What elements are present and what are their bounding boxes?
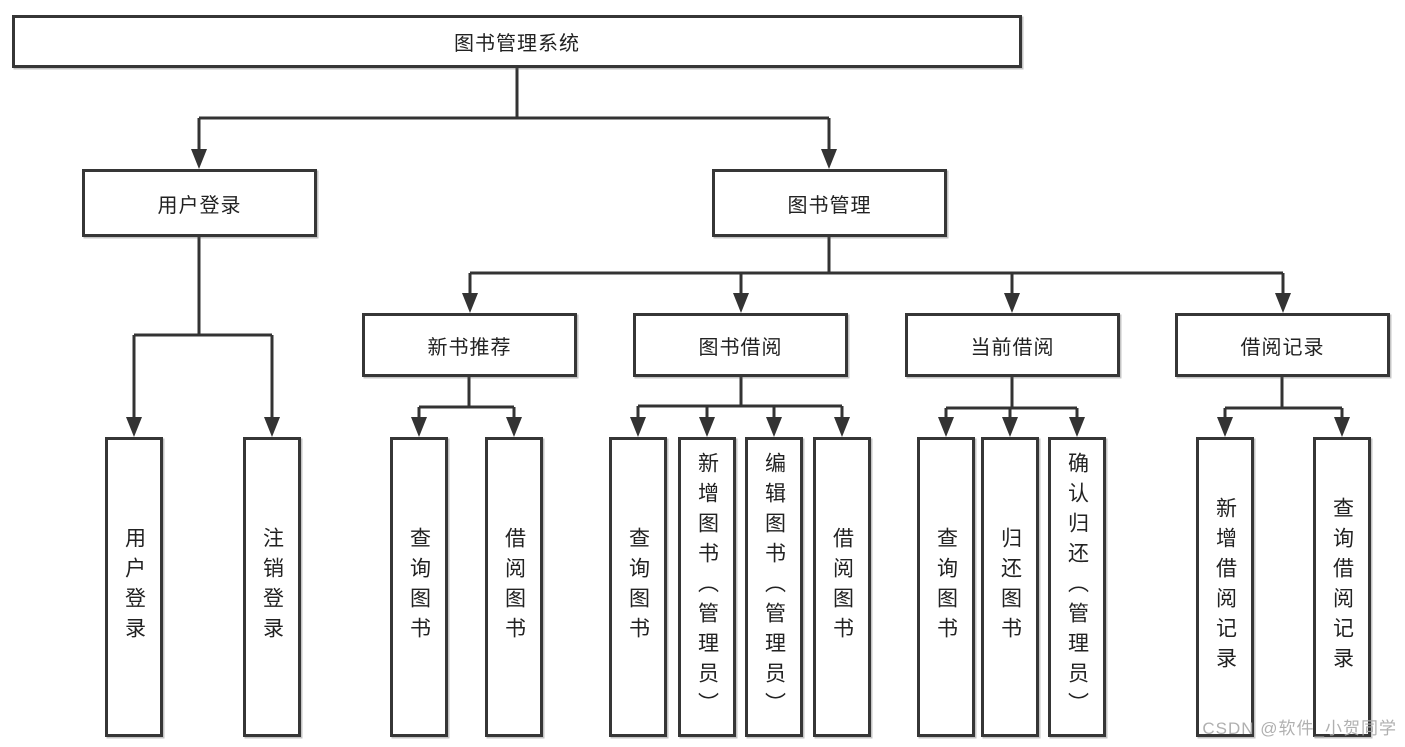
leaf-user-login: 用户登录 — [105, 437, 163, 737]
leaf-label: 新增图书（管理员） — [695, 452, 719, 722]
leaf-label: 借阅图书 — [830, 527, 854, 647]
node-root: 图书管理系统 — [12, 15, 1022, 68]
node-current-borrowing: 当前借阅 — [905, 313, 1120, 377]
node-borrowing-records: 借阅记录 — [1175, 313, 1390, 377]
connector-current-borrowing-branch — [938, 377, 1085, 437]
leaf-label: 查询图书 — [626, 527, 650, 647]
leaf-return-books: 归还图书 — [981, 437, 1039, 737]
connector-borrowing-records-branch — [1217, 377, 1350, 437]
leaf-label: 编辑图书（管理员） — [762, 452, 786, 722]
leaf-label: 确认归还（管理员） — [1065, 452, 1089, 722]
node-label: 借阅记录 — [1240, 336, 1325, 359]
leaf-edit-books-admin: 编辑图书（管理员） — [745, 437, 803, 737]
leaf-query-books: 查询图书 — [390, 437, 448, 737]
watermark: CSDN @软件_小贺同学 — [1202, 719, 1397, 738]
node-label: 用户登录 — [157, 194, 242, 217]
leaf-label: 归还图书 — [998, 527, 1022, 647]
connector-book-borrowing-branch — [630, 377, 850, 437]
connector-user-login-branch — [126, 237, 280, 437]
leaf-label: 查询图书 — [934, 527, 958, 647]
leaf-label: 借阅图书 — [502, 527, 526, 647]
leaf-query-books: 查询图书 — [609, 437, 667, 737]
leaf-label: 用户登录 — [122, 527, 146, 647]
connector-book-management-branch — [462, 237, 1291, 313]
node-label: 图书借阅 — [698, 336, 783, 359]
node-label: 新书推荐 — [427, 336, 512, 359]
leaf-add-borrow-record: 新增借阅记录 — [1196, 437, 1254, 737]
leaf-label: 注销登录 — [260, 527, 284, 647]
node-label: 当前借阅 — [970, 336, 1055, 359]
leaf-confirm-return-admin: 确认归还（管理员） — [1048, 437, 1106, 737]
node-user-login: 用户登录 — [82, 169, 317, 237]
node-new-book-recommend: 新书推荐 — [362, 313, 577, 377]
node-label: 图书管理系统 — [454, 33, 580, 55]
leaf-borrow-books: 借阅图书 — [485, 437, 543, 737]
leaf-query-borrow-record: 查询借阅记录 — [1313, 437, 1371, 737]
connector-root-to-level2 — [191, 68, 837, 169]
node-label: 图书管理 — [787, 194, 872, 217]
leaf-add-books-admin: 新增图书（管理员） — [678, 437, 736, 737]
leaf-label: 查询借阅记录 — [1330, 497, 1354, 677]
connector-new-book-recommend-branch — [411, 377, 522, 437]
leaf-query-books: 查询图书 — [917, 437, 975, 737]
node-book-borrowing: 图书借阅 — [633, 313, 848, 377]
node-book-management: 图书管理 — [712, 169, 947, 237]
leaf-borrow-books: 借阅图书 — [813, 437, 871, 737]
leaf-logout: 注销登录 — [243, 437, 301, 737]
leaf-label: 新增借阅记录 — [1213, 497, 1237, 677]
leaf-label: 查询图书 — [407, 527, 431, 647]
